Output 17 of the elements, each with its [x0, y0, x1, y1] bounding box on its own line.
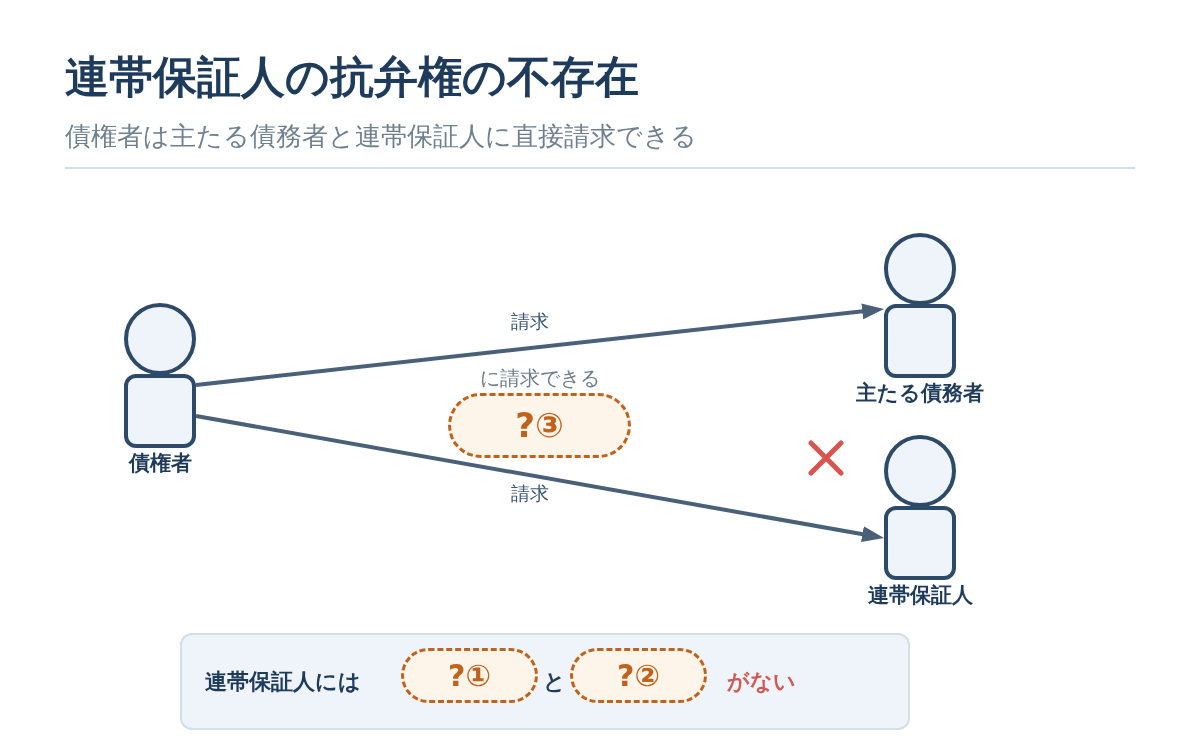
edge-label: 請求	[509, 309, 551, 333]
title: 連帯保証人の抗弁権の不存在	[65, 50, 639, 104]
arrow	[195, 414, 885, 543]
person-label: 主たる債務者	[856, 380, 984, 406]
note-text: がない	[727, 668, 796, 696]
hint-text: に請求できる	[479, 366, 600, 390]
person-label: 債権者	[128, 450, 192, 476]
person-label: 連帯保証人	[867, 582, 973, 608]
note-text: と	[543, 668, 566, 696]
note-panel	[180, 633, 910, 730]
answer-box: ?①	[401, 648, 538, 703]
answer-box: ?②	[570, 648, 707, 703]
note-text: 連帯保証人には	[205, 668, 361, 696]
answer-box: ?③	[448, 393, 631, 458]
edge-label: 請求	[509, 481, 551, 505]
subtitle: 債権者は主たる債務者と連帯保証人に直接請求できる	[65, 120, 697, 152]
arrow	[195, 303, 885, 387]
